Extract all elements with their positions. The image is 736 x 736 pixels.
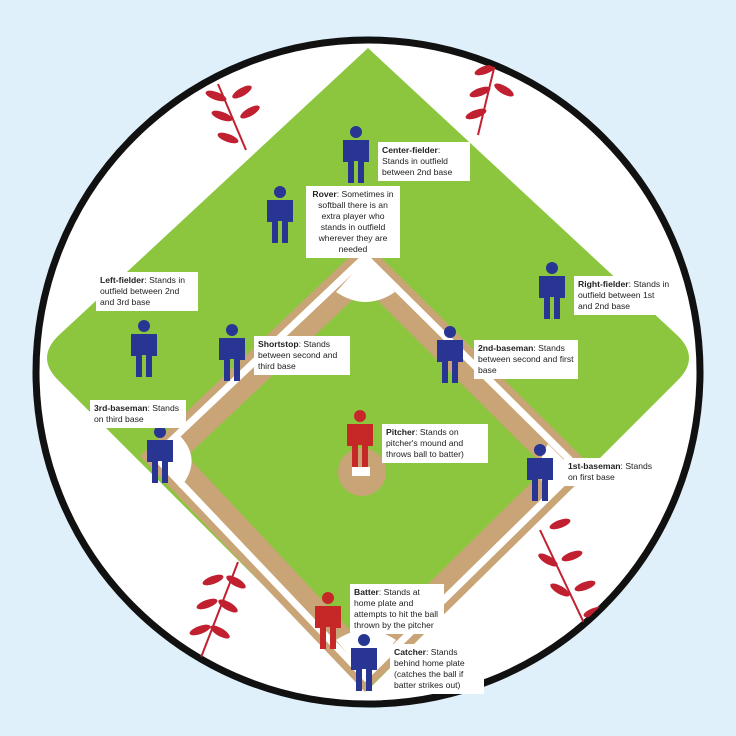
pitcher-name: Pitcher [386,427,416,437]
first-baseman-label: 1st-baseman: Stands on first base [564,458,664,486]
first-baseman-desc: : Stands on first base [568,461,653,482]
first-base-area [540,444,574,494]
shortstop-label: Shortstop: Stands between second and thi… [254,336,350,375]
pitcher-desc: : Stands on pitcher's mound and throws b… [386,427,464,459]
catcher-desc: : Stands behind home plate (catches the … [394,647,465,690]
right-fielder-name: Right-fielder [578,279,629,289]
center-fielder-name: Center-fielder [382,145,438,155]
third-baseman-label: 3rd-baseman: Stands on third base [90,400,186,428]
catcher-label: Catcher: Stands behind home plate (catch… [390,644,484,694]
batter-desc: : Stands at home plate and attempts to h… [354,587,439,630]
center-fielder-label: Center-fielder: Stands in outfield betwe… [378,142,470,181]
second-baseman-name: 2nd-baseman [478,343,534,353]
second-base-area [336,260,395,302]
rover-name: Rover [312,189,337,199]
center-fielder-desc: : Stands in outfield between 2nd base [382,145,453,177]
third-baseman-name: 3rd-baseman [94,403,148,413]
pitcher-label: Pitcher: Stands on pitcher's mound and t… [382,424,488,463]
batter-label: Batter: Stands at home plate and attempt… [350,584,444,634]
shortstop-name: Shortstop [258,339,299,349]
pitchers-rubber [352,467,370,476]
rover-label: Rover: Sometimes in softball there is an… [306,186,400,258]
second-baseman-desc: : Stands between second and first base [478,343,574,375]
second-baseman-label: 2nd-baseman: Stands between second and f… [474,340,578,379]
third-base-area [160,432,192,488]
left-fielder-name: Left-fielder [100,275,145,285]
catcher-name: Catcher [394,647,426,657]
left-fielder-label: Left-fielder: Stands in outfield between… [96,272,198,311]
third-baseman-desc: : Stands on third base [94,403,180,424]
rover-desc: : Sometimes in softball there is an extr… [318,189,394,254]
right-fielder-desc: : Stands in outfield between 1st and 2nd… [578,279,670,311]
first-baseman-name: 1st-baseman [568,461,621,471]
shortstop-desc: : Stands between second and third base [258,339,338,371]
right-fielder-label: Right-fielder: Stands in outfield betwee… [574,276,674,315]
batter-name: Batter [354,587,379,597]
left-fielder-desc: : Stands in outfield between 2nd and 3rd… [100,275,186,307]
